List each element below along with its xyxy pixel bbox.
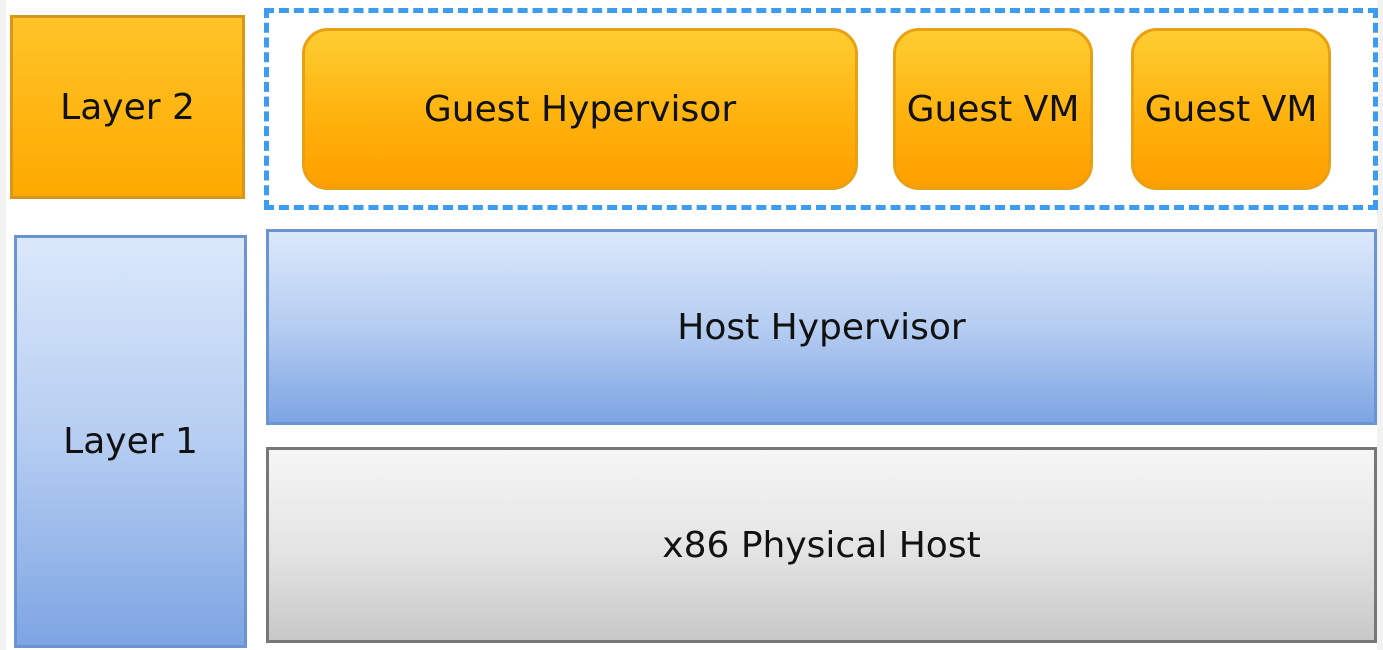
layer-1-box: Layer 1 <box>14 235 247 648</box>
guest-vm-label-2: Guest VM <box>1144 88 1318 130</box>
host-hypervisor-label: Host Hypervisor <box>677 306 966 348</box>
layer-1-label: Layer 1 <box>63 421 198 462</box>
guest-hypervisor-label: Guest Hypervisor <box>423 88 737 130</box>
guest-vm-label-1: Guest VM <box>906 88 1080 130</box>
host-hypervisor-box: Host Hypervisor <box>266 229 1377 425</box>
left-frame-edge <box>0 0 6 650</box>
right-frame-edge <box>1377 0 1383 650</box>
physical-host-box: x86 Physical Host <box>266 447 1377 643</box>
guest-hypervisor-box: Guest Hypervisor <box>302 28 858 190</box>
guest-vm-box-2: Guest VM <box>1131 28 1331 190</box>
layer-2-box: Layer 2 <box>10 15 245 199</box>
physical-host-label: x86 Physical Host <box>662 524 981 566</box>
guest-vm-box-1: Guest VM <box>893 28 1093 190</box>
layer-2-label: Layer 2 <box>60 86 195 128</box>
